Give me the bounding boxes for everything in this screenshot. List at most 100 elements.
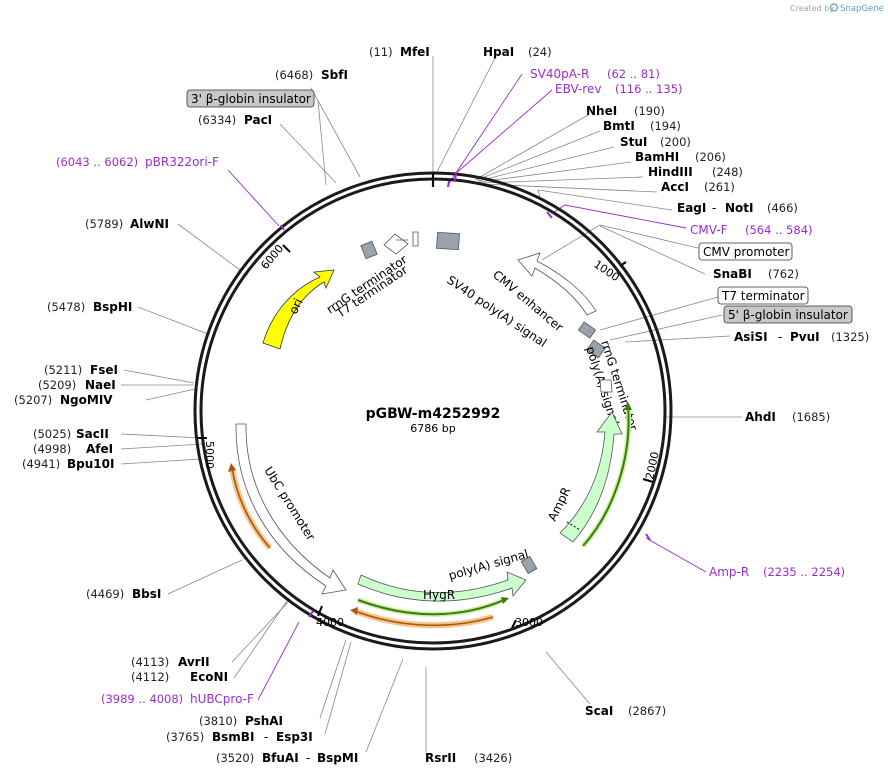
- snapgene-logo-icon: [829, 3, 839, 12]
- primer-leaders: [227, 73, 707, 701]
- site-sbfi-name: SbfI: [321, 68, 348, 82]
- site-naei-pos: (5209): [38, 378, 76, 392]
- orange-orf-arrow-icon: [350, 607, 358, 615]
- primer-hubcpro-f-range: (3989 .. 4008): [101, 692, 183, 706]
- leader-lines: [120, 55, 742, 753]
- primer-amp-r-name: Amp-R: [709, 565, 749, 579]
- beta-globin-3-box: 3' β-globin insulator: [186, 89, 315, 108]
- t7-terminator-top-feature: [383, 233, 409, 255]
- site-pvui-name: PvuI: [790, 330, 820, 344]
- site-econi-name: EcoNI: [190, 670, 228, 684]
- ampr-orf: [582, 405, 630, 547]
- site-hindiii-name: HindIII: [648, 165, 693, 179]
- ampr-orf-arrow-icon: [624, 402, 632, 410]
- plasmid-size: 6786 bp: [410, 422, 455, 435]
- site-rsrii-name: RsrII: [425, 751, 456, 765]
- rrng-terminator-right-feature: [586, 339, 606, 359]
- cmv-enhancer-feature: [517, 252, 597, 316]
- cmv-promoter-box: CMV promoter: [698, 242, 793, 261]
- site-bpu10i-name: Bpu10I: [67, 457, 114, 471]
- site-rsrii-pos: (3426): [474, 751, 512, 765]
- site-scai-name: ScaI: [585, 704, 613, 718]
- hygr-feature: [357, 571, 527, 602]
- site-fsei-pos: (5211): [44, 363, 82, 377]
- site-ahdi-pos: (1685): [792, 410, 830, 424]
- site-hindiii-pos: (248): [712, 165, 743, 179]
- site-nhei-pos: (190): [634, 104, 665, 118]
- tick-4000: 4000: [316, 616, 344, 629]
- polya-right-feature: [599, 379, 613, 393]
- site-bsphi-pos: (5478): [47, 300, 85, 314]
- site-stui-pos: (200): [660, 135, 691, 149]
- site-acci-name: AccI: [661, 180, 689, 194]
- rrng-terminator-top-feature: [360, 240, 378, 260]
- beta-globin-5-box-label: 5' β-globin insulator: [728, 308, 848, 322]
- site-ngomiv-pos: (5207): [14, 393, 52, 407]
- site-asisi-name: AsiSI: [734, 330, 768, 344]
- site-scai-pos: (2867): [628, 704, 666, 718]
- site-eagi-name: EagI: [677, 201, 706, 215]
- site-naei-name: NaeI: [85, 378, 116, 392]
- site-mfei-pos: (11): [369, 45, 393, 59]
- site-bsphi-name: BspHI: [93, 300, 132, 314]
- site-paci-name: PacI: [244, 113, 272, 127]
- site-snabi-name: SnaBI: [713, 267, 752, 281]
- primer-sv40pa-r-range: (62 .. 81): [607, 67, 660, 81]
- primer-ebv-rev-range: (116 .. 135): [615, 82, 683, 96]
- site-hpai-pos: (24): [528, 45, 552, 59]
- site-acci-pos: (261): [704, 180, 735, 194]
- site-avrii-name: AvrII: [178, 655, 210, 669]
- site-bamhi-pos: (206): [695, 150, 726, 164]
- t7-terminator-right-feature: [577, 321, 597, 339]
- primer-pbr322ori-f-name: pBR322ori-F: [145, 155, 219, 169]
- site-alwni-name: AlwNI: [130, 217, 169, 231]
- site-ahdi-name: AhdI: [745, 410, 776, 424]
- site-bmti-pos: (194): [650, 119, 681, 133]
- beta-globin-5-box: 5' β-globin insulator: [723, 305, 853, 324]
- beta-globin-3-box-label: 3' β-globin insulator: [191, 92, 311, 106]
- site-stui-name: StuI: [620, 135, 647, 149]
- ori-feature: [262, 269, 335, 350]
- site-bbsi-name: BbsI: [132, 587, 161, 601]
- primer-marks: [280, 171, 651, 618]
- site-eagi-dash: -: [712, 201, 716, 215]
- hygr-orf-arrow-icon: [501, 597, 509, 604]
- site-bsmbi-dash: -: [264, 730, 268, 744]
- site-esp3i-name: Esp3I: [276, 730, 313, 744]
- primer-amp-r-range: (2235 .. 2254): [763, 565, 845, 579]
- site-noti-name: NotI: [725, 201, 754, 215]
- credit-prefix: Created by: [790, 4, 834, 13]
- site-pshai-name: PshAI: [245, 714, 283, 728]
- hygr-orf: [357, 599, 505, 616]
- tick-3000: 3000: [515, 616, 543, 629]
- site-ngomiv-name: NgoMIV: [60, 393, 113, 407]
- site-hpai-name: HpaI: [483, 45, 514, 59]
- site-bsmbi-pos: (3765): [166, 730, 204, 744]
- site-bamhi-name: BamHI: [635, 150, 679, 164]
- tick-2000: 2000: [643, 451, 662, 481]
- polya-bottom-feature: [520, 555, 538, 575]
- small-feature-icon: [412, 231, 419, 247]
- site-mfei-name: MfeI: [400, 45, 430, 59]
- site-paci-pos: (6334): [198, 113, 236, 127]
- site-fsei-name: FseI: [90, 363, 118, 377]
- primer-cmv-f-name: CMV-F: [690, 223, 728, 237]
- credit-brand: SnapGene: [840, 4, 884, 14]
- site-sacii-name: SacII: [76, 427, 109, 441]
- site-asisi-dash: -: [778, 330, 782, 344]
- site-bfuai-dash: -: [306, 751, 310, 765]
- site-bbsi-pos: (4469): [86, 587, 124, 601]
- site-afei-name: AfeI: [86, 442, 113, 456]
- t7-terminator-box-label: T7 terminator: [721, 289, 805, 303]
- site-snabi-pos: (762): [768, 267, 799, 281]
- site-sacii-pos: (5025): [33, 427, 71, 441]
- site-avrii-pos: (4113): [131, 655, 169, 669]
- primer-ebv-rev-name: EBV-rev: [555, 82, 601, 96]
- tick-5000: 5000: [203, 441, 216, 469]
- ori-label: ori: [286, 296, 305, 316]
- site-pvui-pos: (1325): [831, 330, 869, 344]
- site-bsmbi-name: BsmBI: [212, 730, 254, 744]
- site-bpu10i-pos: (4941): [22, 457, 60, 471]
- ampr-dots: [566, 521, 581, 531]
